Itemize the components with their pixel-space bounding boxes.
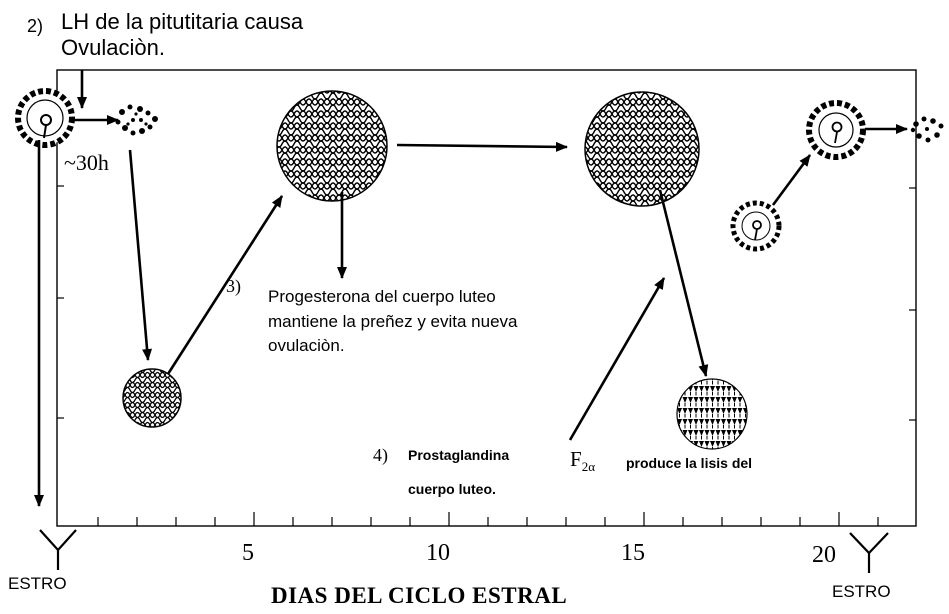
arrow-follicle-growth: [771, 154, 812, 206]
note-progesterone-line3: ovulaciòn.: [268, 336, 345, 355]
arrow-luteolysis: [658, 189, 709, 377]
note-lh-number: 2): [27, 16, 44, 36]
cycle-arrows: [34, 70, 908, 507]
follicle-ovulating-right: [806, 100, 866, 160]
corpus-luteum-mature: [276, 90, 388, 202]
corpus-luteum-small: [122, 368, 182, 428]
follicle-ovulating-left: [15, 88, 75, 148]
x-axis-title: DIAS DEL CICLO ESTRAL: [271, 583, 568, 608]
estro-marker-right: [849, 532, 889, 573]
arrow-prostaglandin: [568, 277, 666, 441]
corpus-luteum-regressing: [676, 378, 748, 450]
left-side-ticks: [57, 185, 64, 419]
note-prostaglandin-tail: produce la lisis del: [626, 455, 753, 471]
x-tick-20: 20: [812, 542, 836, 568]
prostaglandin-symbol: F2α: [570, 447, 595, 475]
estro-label-right: ESTRO: [832, 582, 891, 601]
note-prostaglandin-number: 4): [373, 445, 388, 465]
new-follicle-small: [730, 200, 782, 252]
note-progesterone-line2: mantiene la preñez y evita nueva: [268, 312, 518, 331]
ruptured-follicle-right: [910, 116, 944, 143]
x-tick-5: 5: [242, 540, 254, 566]
arrow-cl-growth: [166, 195, 284, 375]
corpus-luteum-late: [584, 91, 700, 207]
x-tick-10: 10: [426, 540, 450, 566]
estro-marker-left: [39, 529, 77, 570]
note-lh-line2: Ovulaciòn.: [61, 35, 165, 60]
time-label: ~30h: [64, 150, 109, 175]
right-side-ticks: [909, 187, 916, 421]
x-axis-ticks: [97, 512, 879, 526]
note-prostaglandin-line2: cuerpo luteo.: [408, 481, 496, 497]
estro-label-left: ESTRO: [8, 574, 67, 593]
arrow-cl-maintained: [396, 141, 568, 152]
note-progesterone-line1: Progesterona del cuerpo luteo: [268, 287, 496, 306]
x-tick-15: 15: [621, 540, 645, 566]
note-progesterone-number: 3): [226, 276, 241, 296]
note-prostaglandin-word: Prostaglandina: [408, 447, 510, 463]
arrow-to-small-cl: [128, 149, 153, 361]
note-lh-line1: LH de la pitutitaria causa: [61, 9, 304, 34]
ruptured-follicle: [115, 104, 158, 136]
